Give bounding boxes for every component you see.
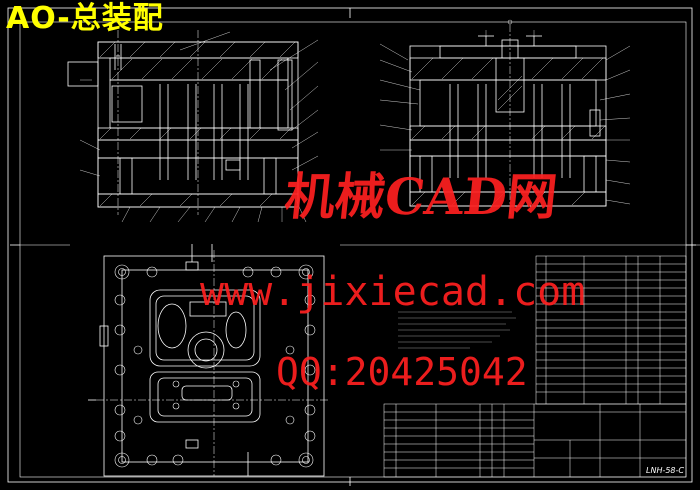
watermark-url: www.jixiecad.com (200, 269, 586, 315)
left-section-view (67, 30, 299, 215)
right-section-hatch (411, 57, 606, 206)
plan-view-holes (114, 264, 316, 468)
watermark-site-name: 机械CAD网 (281, 167, 561, 226)
plan-view (88, 244, 330, 477)
left-section-hatch (99, 41, 296, 207)
section-markers (20, 19, 700, 246)
parts-list-table (383, 255, 687, 478)
inner-frame (19, 21, 687, 478)
right-view-leaders (379, 30, 631, 205)
right-section-view (409, 24, 607, 216)
drawing-number: LNH-58-C (646, 466, 684, 475)
page-title: AO-总装配 (6, 1, 164, 36)
left-view-leaders (79, 31, 319, 223)
watermark-qq: QQ:20425042 (276, 350, 528, 394)
technical-notes (398, 311, 516, 349)
